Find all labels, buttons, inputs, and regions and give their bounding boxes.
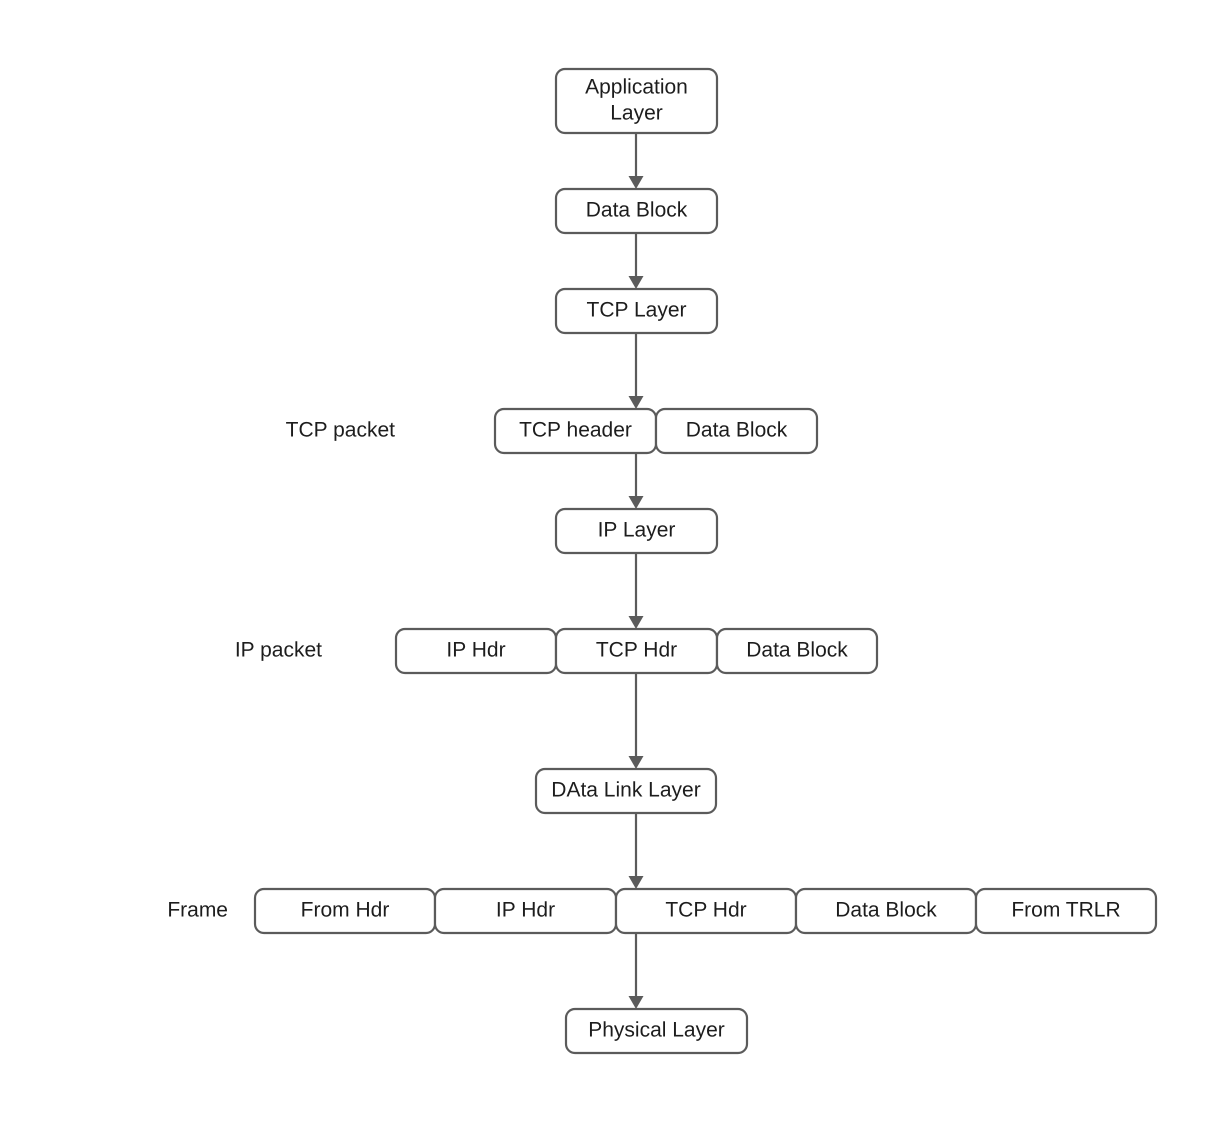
flow-arrow-ip-layer-to-ip-packet xyxy=(628,553,644,629)
arrowhead-icon xyxy=(628,176,644,189)
arrowhead-icon xyxy=(628,396,644,409)
packet-segment[interactable]: TCP Hdr xyxy=(614,887,798,935)
packet-segment-label: TCP Hdr xyxy=(665,899,746,922)
node-label: TCP Layer xyxy=(587,299,687,322)
flow-arrow-application-to-data-block xyxy=(628,133,644,189)
packet-segment[interactable]: TCP Hdr xyxy=(554,627,719,675)
packet-segment-label: IP Hdr xyxy=(496,899,555,922)
packet-segment[interactable]: IP Hdr xyxy=(394,627,558,675)
row-label-frame: Frame xyxy=(167,899,228,922)
node-label: Physical Layer xyxy=(588,1019,725,1042)
packet-segment-label: IP Hdr xyxy=(446,639,505,662)
packet-segment[interactable]: Data Block xyxy=(794,887,978,935)
node-label: IP Layer xyxy=(598,519,676,542)
node-label: Layer xyxy=(610,102,663,125)
connectors-group xyxy=(628,133,644,1009)
packet-segment-label: Data Block xyxy=(686,419,788,442)
node-data-link-layer[interactable]: DAta Link Layer xyxy=(534,767,718,815)
node-label: Application xyxy=(585,76,688,99)
packet-segment[interactable]: From Hdr xyxy=(253,887,437,935)
node-label: DAta Link Layer xyxy=(551,779,700,802)
packet-row-tcp-packet: TCP packet TCP header Data Block xyxy=(286,407,819,455)
packet-segment[interactable]: IP Hdr xyxy=(433,887,618,935)
packet-segment[interactable]: Data Block xyxy=(715,627,879,675)
flow-arrow-tcp-packet-to-ip-layer xyxy=(628,453,644,509)
arrowhead-icon xyxy=(628,996,644,1009)
packet-segment-label: Data Block xyxy=(746,639,848,662)
node-data-block[interactable]: Data Block xyxy=(554,187,719,235)
packet-segment-label: Data Block xyxy=(835,899,937,922)
flow-arrow-frame-to-physical-layer xyxy=(628,933,644,1009)
packet-segment[interactable]: From TRLR xyxy=(974,887,1158,935)
flow-arrow-data-link-layer-to-frame xyxy=(628,813,644,889)
row-label-ip-packet: IP packet xyxy=(235,639,322,662)
node-label: Data Block xyxy=(586,199,688,222)
packet-segment-label: From TRLR xyxy=(1011,899,1120,922)
arrowhead-icon xyxy=(628,276,644,289)
arrowhead-icon xyxy=(628,876,644,889)
packet-row-ip-packet: IP packet IP Hdr TCP Hdr Data Block xyxy=(235,627,879,675)
packet-segment[interactable]: TCP header xyxy=(493,407,658,455)
flow-arrow-tcp-layer-to-tcp-packet xyxy=(628,333,644,409)
packet-segment-label: From Hdr xyxy=(301,899,390,922)
node-physical-layer[interactable]: Physical Layer xyxy=(564,1007,749,1055)
row-label-tcp-packet: TCP packet xyxy=(286,419,395,442)
flow-arrow-ip-packet-to-data-link-layer xyxy=(628,673,644,769)
arrowhead-icon xyxy=(628,756,644,769)
node-tcp-layer[interactable]: TCP Layer xyxy=(554,287,719,335)
arrowhead-icon xyxy=(628,496,644,509)
packet-row-frame: Frame From Hdr IP Hdr TCP Hdr Data Block From… xyxy=(167,887,1158,935)
packet-segment-label: TCP Hdr xyxy=(596,639,677,662)
arrowhead-icon xyxy=(628,616,644,629)
flow-arrow-data-block-to-tcp-layer xyxy=(628,233,644,289)
packet-segment-label: TCP header xyxy=(519,419,632,442)
node-ip-layer[interactable]: IP Layer xyxy=(554,507,719,555)
packet-segment[interactable]: Data Block xyxy=(654,407,819,455)
